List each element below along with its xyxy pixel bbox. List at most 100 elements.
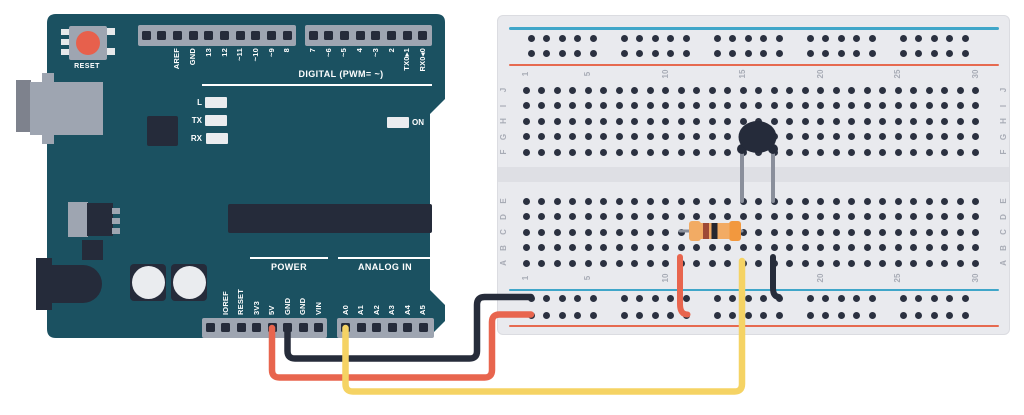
breadboard-hole: [832, 244, 840, 251]
breadboard-hole: [972, 148, 979, 156]
breadboard-rail-hole: [899, 311, 907, 319]
breadboard-hole: [848, 117, 855, 125]
breadboard-hole: [941, 228, 948, 236]
breadboard-rail-hole: [667, 311, 674, 319]
breadboard-hole: [569, 102, 576, 109]
breadboard-hole: [569, 228, 576, 236]
breadboard-hole: [553, 259, 561, 267]
breadboard-hole: [662, 197, 669, 205]
breadboard-rail-hole: [806, 294, 814, 302]
analog-pin: [387, 323, 397, 332]
breadboard-hole: [801, 259, 809, 267]
breadboard-hole: [615, 117, 623, 125]
breadboard-rail-hole: [868, 49, 876, 57]
led-rx: [206, 133, 228, 144]
breadboard-rail-hole: [651, 35, 659, 42]
breadboard-rail-hole: [713, 311, 721, 319]
breadboard-rail-hole: [574, 35, 581, 42]
microcontroller-ic: [228, 204, 432, 233]
led-tx: [205, 115, 227, 126]
breadboard-hole: [925, 133, 933, 140]
bottom-rail-blue-line: [509, 288, 999, 291]
power-pin: [221, 323, 230, 332]
breadboard-hole: [910, 197, 917, 205]
breadboard-hole: [910, 102, 917, 109]
breadboard-hole: [600, 197, 607, 205]
breadboard-hole: [925, 86, 933, 94]
power-pin: [205, 323, 215, 332]
breadboard-hole: [553, 86, 561, 94]
breadboard-hole: [569, 86, 576, 94]
breadboard-rail-hole: [667, 35, 674, 42]
power-pin: [298, 323, 308, 332]
regulator-leg: [112, 208, 120, 214]
breadboard-rail-hole: [589, 49, 597, 57]
breadboard-hole: [708, 148, 716, 156]
breadboard-hole: [925, 197, 933, 205]
breadboard-rail-hole: [775, 49, 783, 57]
breadboard-rail-hole: [543, 35, 550, 42]
breadboard-hole: [848, 148, 855, 156]
breadboard-rail-hole: [729, 294, 736, 302]
led-label: L: [197, 98, 202, 107]
breadboard-rail-hole: [636, 35, 643, 42]
breadboard-rail-hole: [806, 35, 814, 42]
power-jack-flange: [36, 258, 52, 310]
breadboard-hole: [755, 259, 762, 267]
digital-header-right: [305, 25, 432, 46]
usb-chip: [147, 116, 178, 146]
breadboard-hole: [724, 148, 731, 156]
breadboard-hole: [522, 86, 530, 94]
breadboard-hole: [941, 259, 948, 267]
breadboard-hole: [677, 148, 685, 156]
breadboard-hole: [522, 213, 530, 220]
breadboard-hole: [615, 213, 623, 220]
breadboard-hole: [708, 133, 716, 140]
digital-pin: [172, 31, 182, 40]
breadboard-hole: [941, 148, 948, 156]
breadboard-hole: [646, 213, 654, 220]
breadboard-rail-hole: [713, 49, 721, 57]
breadboard-hole: [786, 244, 793, 251]
breadboard-hole: [662, 102, 669, 109]
breadboard-hole: [569, 197, 576, 205]
breadboard-hole: [832, 259, 840, 267]
breadboard-rail-hole: [574, 294, 581, 302]
breadboard-rail-hole: [651, 294, 659, 302]
voltage-regulator-tab: [68, 202, 88, 237]
breadboard-rail-hole: [837, 35, 845, 42]
breadboard-hole: [631, 228, 638, 236]
breadboard-hole: [801, 244, 809, 251]
analog-section-line: [338, 257, 433, 259]
power-pin: [236, 323, 246, 332]
breadboard-rail-hole: [915, 311, 922, 319]
analog-pin: [418, 323, 428, 332]
breadboard-hole: [941, 244, 948, 251]
breadboard-hole: [755, 86, 762, 94]
led-label: RX: [190, 134, 202, 143]
breadboard-rail-hole: [915, 35, 922, 42]
breadboard-hole: [569, 244, 576, 251]
breadboard-hole: [631, 133, 638, 140]
breadboard-hole: [786, 102, 793, 109]
breadboard-hole: [646, 197, 654, 205]
breadboard-hole: [538, 117, 545, 125]
analog-pin: [372, 323, 381, 332]
led-l: [205, 97, 227, 108]
breadboard-hole: [786, 133, 793, 140]
breadboard-rail-hole: [837, 311, 845, 319]
breadboard-rail-hole: [822, 294, 829, 302]
resistor-band-black: [711, 223, 718, 239]
breadboard-rail-hole: [853, 294, 860, 302]
reset-button-tab: [61, 29, 70, 35]
breadboard-hole: [755, 213, 762, 220]
breadboard-hole: [956, 133, 964, 140]
breadboard-hole: [956, 102, 964, 109]
breadboard-hole: [770, 228, 778, 236]
gnd-wire: [284, 293, 535, 362]
breadboard-hole: [708, 259, 716, 267]
breadboard-rail-hole: [930, 294, 938, 302]
breadboard-hole: [553, 197, 561, 205]
breadboard-hole: [925, 259, 933, 267]
